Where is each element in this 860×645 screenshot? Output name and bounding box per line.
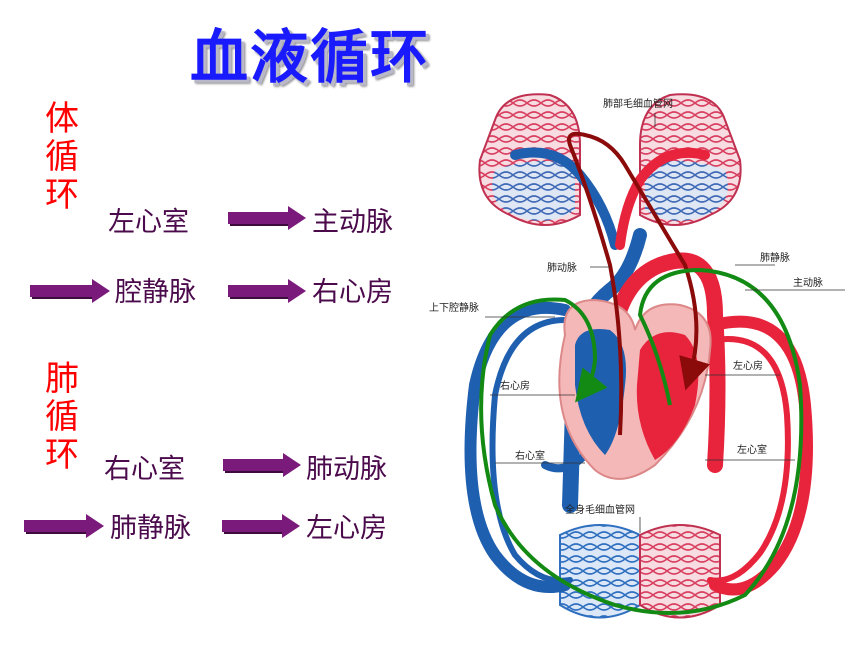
left-lung bbox=[478, 93, 581, 226]
systemic-label-char: 体 bbox=[45, 99, 79, 139]
label-lung-capillaries: 肺部毛细血管网 bbox=[603, 97, 673, 110]
systemic-label-char: 环 bbox=[45, 175, 79, 215]
systemic-step-vena-cava: 腔静脉 bbox=[115, 277, 196, 308]
arrow-icon bbox=[228, 206, 306, 230]
label-right-atrium: 右心房 bbox=[500, 379, 530, 392]
arrow-icon bbox=[223, 453, 301, 477]
pulmonary-step-pulmonary-vein: 肺静脉 bbox=[110, 513, 191, 544]
pulmonary-label: 肺 循 环 bbox=[42, 360, 82, 474]
arrow-icon bbox=[24, 514, 104, 538]
page-title: 血液循环 bbox=[190, 23, 431, 91]
systemic-label-char: 循 bbox=[45, 137, 79, 177]
label-body-capillaries: 全身毛细血管网 bbox=[565, 503, 635, 516]
arrow-icon bbox=[228, 279, 306, 303]
right-lung bbox=[639, 93, 742, 226]
label-left-ventricle: 左心室 bbox=[737, 443, 767, 456]
label-pulmonary-vein: 肺静脉 bbox=[760, 251, 790, 264]
arrow-icon bbox=[222, 514, 300, 538]
pulmonary-step-right-ventricle: 右心室 bbox=[104, 454, 185, 485]
systemic-step-left-ventricle: 左心室 bbox=[108, 207, 189, 238]
leader-lines bbox=[485, 113, 845, 533]
pulmonary-label-char: 环 bbox=[45, 435, 79, 475]
pulmonary-step-left-atrium: 左心房 bbox=[306, 513, 387, 544]
pulmonary-step-pulmonary-artery: 肺动脉 bbox=[306, 454, 387, 485]
body-capillaries bbox=[559, 524, 721, 619]
pulmonary-path bbox=[567, 131, 710, 436]
systemic-label: 体 循 环 bbox=[42, 100, 82, 214]
label-pulmonary-artery: 肺动脉 bbox=[547, 261, 577, 274]
systemic-step-right-atrium: 右心房 bbox=[312, 277, 393, 308]
systemic-step-aorta: 主动脉 bbox=[312, 207, 393, 238]
arrow-icon bbox=[30, 279, 110, 303]
label-aorta: 主动脉 bbox=[793, 276, 823, 289]
circulation-diagram: 肺部毛细血管网 肺动脉 肺静脉 主动脉 上下腔静脉 右心房 左心房 右心室 左心… bbox=[429, 93, 845, 619]
label-right-ventricle: 右心室 bbox=[515, 449, 545, 462]
pulmonary-label-char: 循 bbox=[45, 397, 79, 437]
heart bbox=[558, 298, 712, 480]
systemic-path bbox=[479, 267, 804, 615]
label-vena-cava: 上下腔静脉 bbox=[429, 301, 479, 314]
pulmonary-label-char: 肺 bbox=[45, 359, 79, 399]
label-left-atrium: 左心房 bbox=[733, 359, 763, 372]
